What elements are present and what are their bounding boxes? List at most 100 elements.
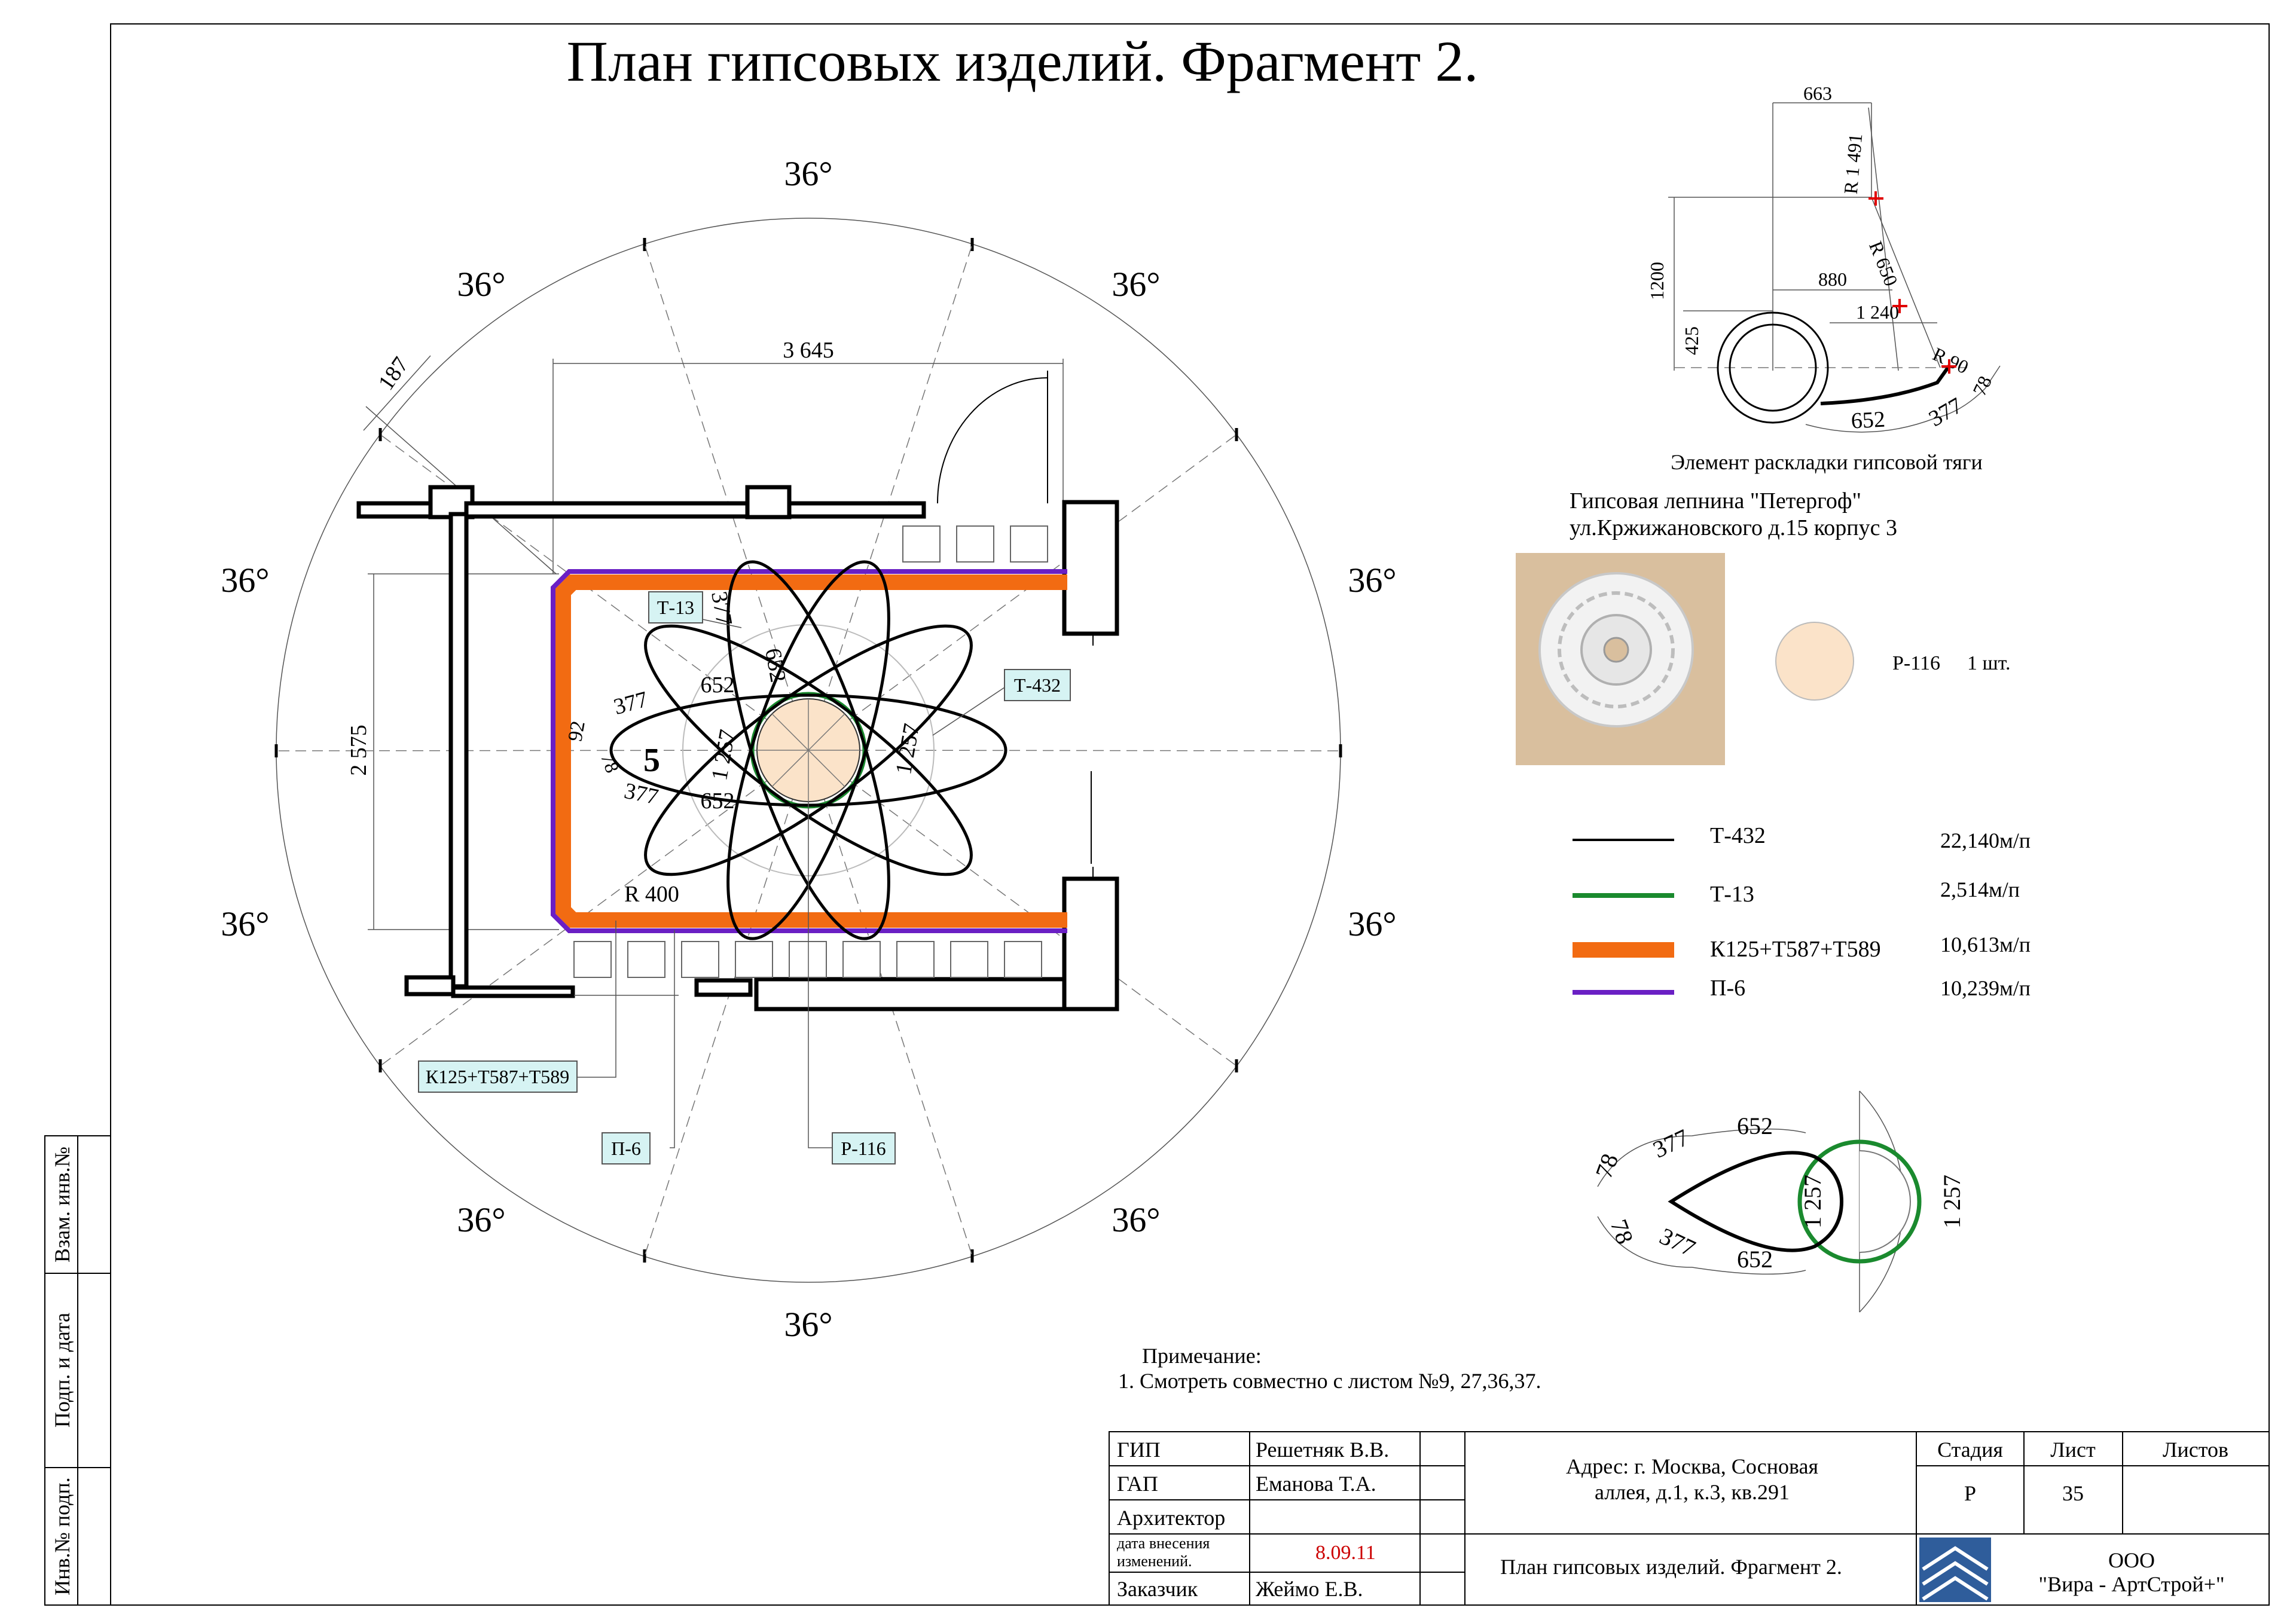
svg-text:Стадия: Стадия xyxy=(1937,1438,2003,1462)
svg-text:Т-432: Т-432 xyxy=(1014,674,1061,696)
angle-label: 36° xyxy=(784,154,832,193)
svg-text:Архитектор: Архитектор xyxy=(1117,1506,1225,1530)
title-block: ГИП Решетняк В.В. ГАП Еманова Т.А. Архит… xyxy=(1109,1431,2270,1606)
svg-text:"Вира - АртСтрой+": "Вира - АртСтрой+" xyxy=(2038,1572,2224,1596)
notes-item: 1. Смотреть совместно с листом №9, 27,36… xyxy=(1118,1369,1541,1393)
company-logo-icon xyxy=(1919,1538,1991,1602)
petal-dim: 377 xyxy=(706,589,737,627)
svg-text:10,239м/п: 10,239м/п xyxy=(1940,976,2031,1000)
ring-t13-detail xyxy=(1797,1139,1922,1264)
petal-dim: 1 257 xyxy=(707,728,740,782)
svg-text:Жеймо Е.В.: Жеймо Е.В. xyxy=(1256,1577,1363,1601)
petal xyxy=(644,624,973,876)
svg-text:К125+Т587+Т589: К125+Т587+Т589 xyxy=(1710,937,1881,962)
svg-text:880: 880 xyxy=(1818,268,1847,290)
radius-label: R 400 xyxy=(624,882,679,907)
svg-text:Инв.№ подп.: Инв.№ подп. xyxy=(50,1477,74,1595)
block-sheet-title: План гипсовых изделий. Фрагмент 2. xyxy=(1500,1555,1842,1579)
svg-text:R 1 491: R 1 491 xyxy=(1840,133,1867,195)
petal-dim: 652 xyxy=(701,788,735,814)
svg-text:652: 652 xyxy=(1851,407,1886,434)
angle-ticks xyxy=(274,238,1342,1263)
svg-text:377: 377 xyxy=(1649,1124,1693,1163)
svg-text:Подп. и дата: Подп. и дата xyxy=(50,1313,74,1428)
angle-label: 36° xyxy=(1348,904,1396,943)
ceiling-cassettes xyxy=(573,525,1048,978)
svg-text:ГИП: ГИП xyxy=(1117,1438,1161,1462)
medallion-rays xyxy=(757,699,860,802)
petal-dim: 377 xyxy=(622,778,660,810)
svg-text:425: 425 xyxy=(1681,326,1702,355)
tag-p6: П-6 xyxy=(602,1132,651,1164)
angle-label: 36° xyxy=(221,904,269,943)
angle-label: 36° xyxy=(1112,265,1160,304)
svg-text:78: 78 xyxy=(1590,1150,1623,1182)
svg-text:3 645: 3 645 xyxy=(783,338,834,363)
svg-text:Взам. инв.№: Взам. инв.№ xyxy=(50,1147,74,1263)
change-date: 8.09.11 xyxy=(1315,1542,1376,1564)
svg-text:377: 377 xyxy=(1925,393,1967,432)
svg-text:дата внесения: дата внесения xyxy=(1117,1535,1210,1552)
tag-t432: Т-432 xyxy=(1004,669,1071,701)
svg-text:377: 377 xyxy=(1656,1222,1699,1262)
svg-text:Т-13: Т-13 xyxy=(1710,882,1754,907)
cornice-p6 xyxy=(551,569,1067,933)
svg-text:R 650: R 650 xyxy=(1865,238,1902,289)
tag-p116: Р-116 xyxy=(832,1132,896,1164)
petal-dim: 78 xyxy=(597,750,624,775)
layout-detail: 663 R 1 491 1200 R 650 880 1 240 425 R 9… xyxy=(1646,82,2001,474)
svg-text:Листов: Листов xyxy=(2163,1438,2228,1462)
angle-label: 36° xyxy=(221,561,269,600)
svg-text:Лист: Лист xyxy=(2050,1438,2096,1462)
petal-detail: 78 377 652 78 377 652 1 257 1 257 xyxy=(1590,1090,1965,1313)
angle-label: 36° xyxy=(1112,1200,1160,1239)
svg-text:Р-116: Р-116 xyxy=(1892,652,1940,674)
svg-text:Еманова Т.А.: Еманова Т.А. xyxy=(1256,1472,1376,1496)
svg-text:2,514м/п: 2,514м/п xyxy=(1940,878,2020,901)
layout-caption: Элемент раскладки гипсовой тяги xyxy=(1671,450,1983,474)
svg-text:Т-13: Т-13 xyxy=(657,597,694,618)
center-mark-icon xyxy=(1868,191,1956,374)
sheet-frame xyxy=(110,23,2270,1606)
cornice-k125 xyxy=(555,574,1067,928)
tag-leaders xyxy=(574,611,1005,1148)
svg-text:ул.Кржижановского д.15 корпус: ул.Кржижановского д.15 корпус 3 xyxy=(1570,515,1897,540)
svg-text:1 257: 1 257 xyxy=(1799,1175,1826,1228)
petal-dim: 92 xyxy=(564,719,589,743)
svg-text:Р: Р xyxy=(1964,1481,1976,1505)
svg-text:35: 35 xyxy=(2062,1481,2084,1505)
side-stamp: Взам. инв.№ Подп. и дата Инв.№ подп. xyxy=(44,1135,111,1606)
svg-text:Гипсовая лепнина "Петергоф": Гипсовая лепнина "Петергоф" xyxy=(1570,488,1861,514)
angle-label: 36° xyxy=(1348,561,1396,600)
svg-text:1200: 1200 xyxy=(1646,262,1668,300)
svg-text:1 240: 1 240 xyxy=(1856,301,1899,323)
svg-text:10,613м/п: 10,613м/п xyxy=(1940,933,2031,956)
legend-swatch-k125 xyxy=(1573,942,1674,958)
petal-dim: 652 xyxy=(760,646,790,684)
legend: Т-432 22,140м/п Т-13 2,514м/п К125+Т587+… xyxy=(1573,823,2031,1001)
angle-label: 36° xyxy=(457,1200,505,1239)
svg-text:22,140м/п: 22,140м/п xyxy=(1940,829,2031,852)
tag-t13: Т-13 xyxy=(648,591,703,623)
svg-text:78: 78 xyxy=(1968,372,1996,399)
svg-text:652: 652 xyxy=(1737,1112,1773,1139)
svg-text:Адрес: г. Москва, Сосновая: Адрес: г. Москва, Сосновая xyxy=(1566,1454,1818,1478)
walls xyxy=(356,485,1119,1011)
dimension-width: 3 645 xyxy=(552,338,1064,574)
svg-text:663: 663 xyxy=(1803,82,1832,104)
medallion-swatch xyxy=(1775,622,1854,701)
petal xyxy=(726,560,890,940)
petal-detail-shape xyxy=(1668,1151,1844,1252)
notes-heading: Примечание: xyxy=(1142,1344,1262,1368)
petal xyxy=(726,560,890,940)
petal-dim: 377 xyxy=(611,687,651,720)
svg-text:Заказчик: Заказчик xyxy=(1117,1577,1198,1601)
tag-k125: К125+Т587+Т589 xyxy=(418,1060,578,1093)
svg-text:аллея, д.1, к.3, кв.291: аллея, д.1, к.3, кв.291 xyxy=(1595,1480,1790,1504)
page-title: План гипсовых изделий. Фрагмент 2. xyxy=(567,29,1479,93)
angle-label: 36° xyxy=(784,1305,832,1344)
svg-text:652: 652 xyxy=(1737,1246,1773,1273)
dimension-height: 2 575 xyxy=(346,573,559,930)
svg-text:R 90: R 90 xyxy=(1929,343,1972,378)
